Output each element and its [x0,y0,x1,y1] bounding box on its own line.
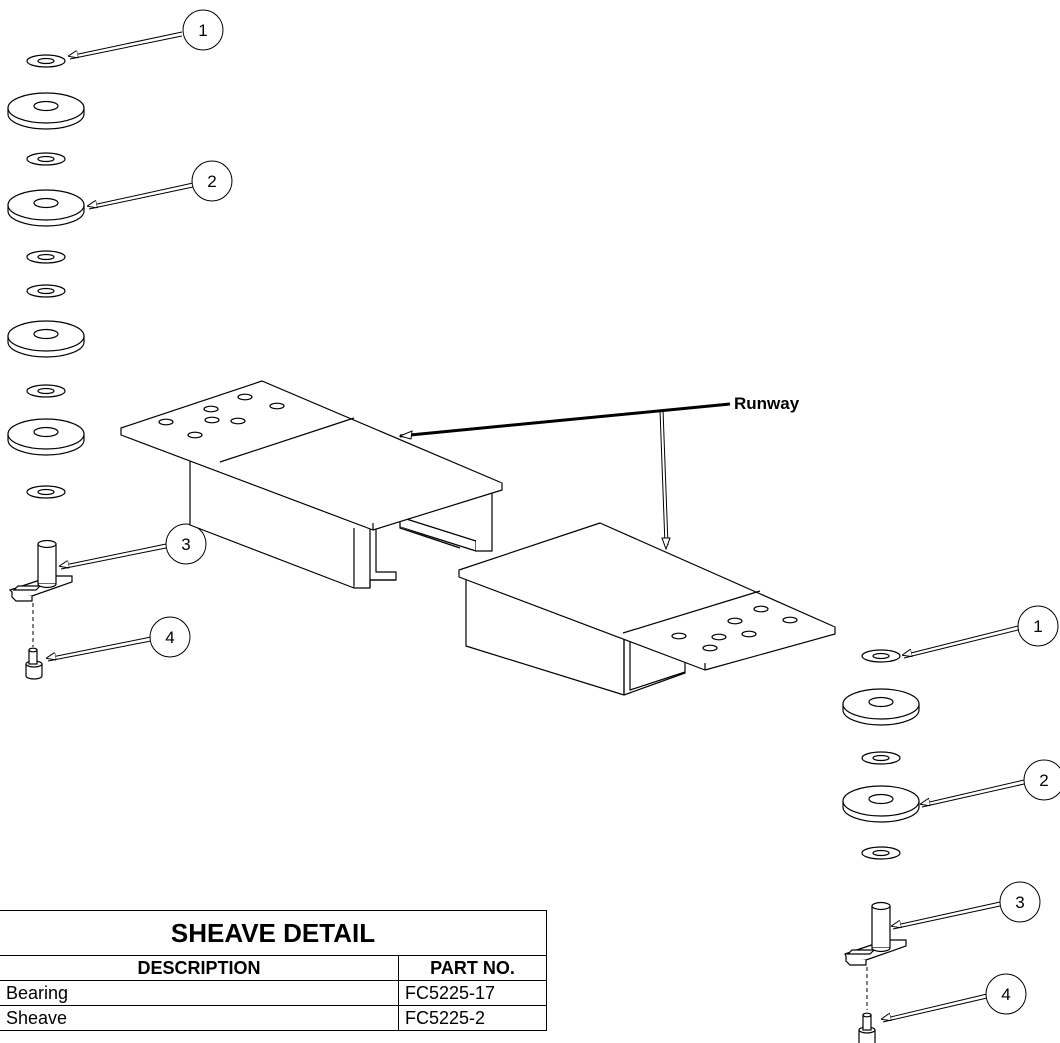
callout-number: 1 [1033,617,1042,636]
bearing-washer [861,649,901,663]
callout-number: 4 [165,628,174,647]
sheave-disc [7,320,85,358]
left-callouts: 1 2 3 4 [47,9,233,662]
callout-1-left: 1 [69,9,224,60]
callout-number: 3 [1015,893,1024,912]
table-row: Bearing FC5225-17 [0,980,547,1006]
callout-3-right: 3 [892,881,1041,930]
sheave-disc [7,92,85,130]
runway-beam-left [120,380,503,589]
table-title: SHEAVE DETAIL [0,910,547,956]
bearing-washer [26,284,66,298]
runway-beam-right [458,522,836,696]
left-sheave-stack [7,54,85,680]
right-callouts: 1 2 3 4 [882,605,1060,1023]
column-header-description: DESCRIPTION [0,955,399,981]
runway-label: Runway [734,394,800,413]
table-row: Sheave FC5225-2 [0,1005,547,1031]
sheave-disc [7,418,85,456]
axle-bracket [8,539,73,602]
callout-2-left: 2 [88,160,233,210]
bolt [858,1012,876,1043]
sheave-disc [7,189,85,227]
bearing-washer [26,485,66,499]
runway-leader-right [659,409,666,546]
callout-number: 3 [181,535,190,554]
sheave-disc [842,785,920,823]
right-sheave-stack [842,649,920,1043]
bearing-washer [861,751,901,765]
row-description: Bearing [0,980,399,1006]
row-description: Sheave [0,1005,399,1031]
axle-bracket [844,901,907,966]
sheave-disc [842,688,920,726]
runway-callout: Runway [398,394,800,551]
callout-number: 1 [198,21,207,40]
bearing-washer [26,250,66,264]
callout-2-right: 2 [921,759,1060,808]
callout-3-left: 3 [60,523,207,570]
row-part-no: FC5225-2 [398,1005,547,1031]
bearing-washer [26,54,66,68]
bearing-washer [861,846,901,860]
callout-4-right: 4 [882,973,1027,1023]
bearing-washer [26,152,66,166]
callout-number: 4 [1001,985,1010,1004]
bearing-washer [26,384,66,398]
callout-number: 2 [207,172,216,191]
sheave-detail-table: SHEAVE DETAIL DESCRIPTION PART NO. Beari… [0,910,547,1031]
callout-1-right: 1 [903,605,1059,659]
row-part-no: FC5225-17 [398,980,547,1006]
callout-number: 2 [1039,771,1048,790]
callout-4-left: 4 [47,616,191,662]
runway-leader-left [399,402,731,438]
column-header-part-no: PART NO. [398,955,547,981]
bolt [25,647,43,680]
